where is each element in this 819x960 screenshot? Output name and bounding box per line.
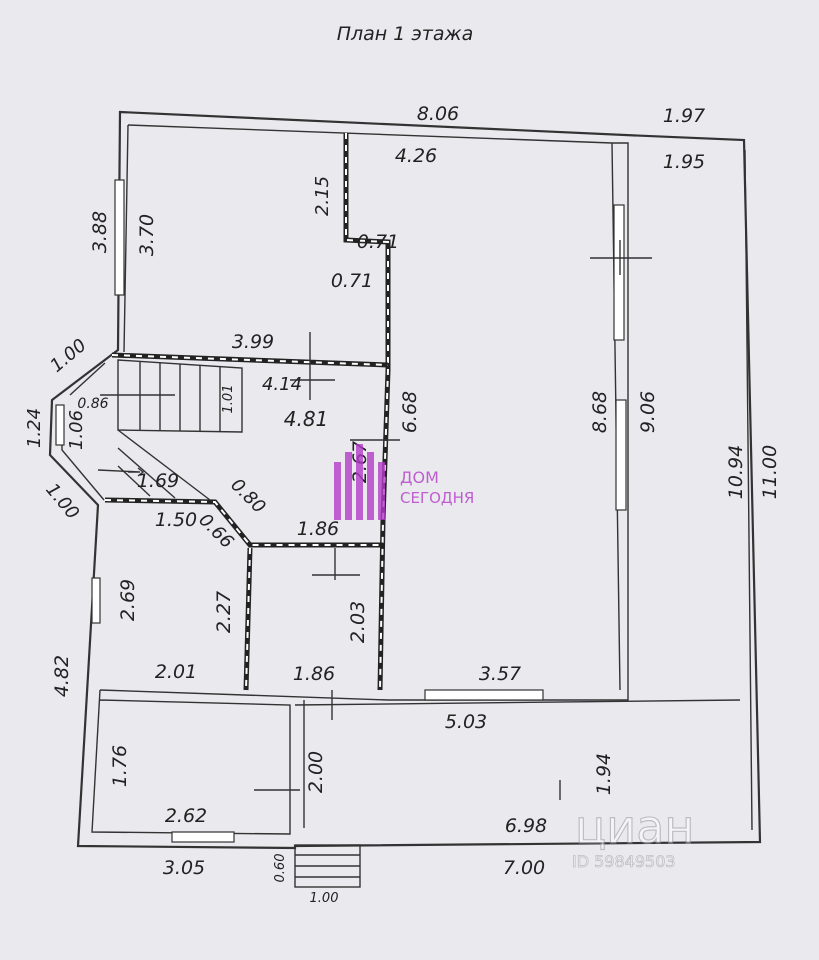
dim-6-98: 6.98	[505, 815, 547, 837]
cian-brand: циан	[575, 800, 694, 854]
dim-1-01: 1.01	[221, 385, 236, 414]
dimension-ticks	[254, 240, 652, 800]
watermark-line1: ДОМ	[400, 468, 439, 487]
window-left-top	[114, 179, 125, 296]
dim-4-82: 4.82	[51, 655, 73, 697]
dim-2-69: 2.69	[117, 579, 139, 621]
window-bottom-left	[171, 831, 235, 843]
dim-6-68: 6.68	[399, 391, 421, 433]
dim-0-86: 0.86	[77, 396, 108, 412]
staircase	[97, 359, 243, 501]
watermark-logo-icon	[334, 444, 385, 520]
dim-8-68: 8.68	[589, 391, 611, 433]
dim-8-06: 8.06	[417, 103, 459, 125]
dim-4-14: 4.14	[262, 374, 302, 395]
window-bay	[55, 404, 65, 446]
dim-1-76: 1.76	[109, 745, 131, 787]
dom-segodnya-watermark: ДОМ СЕГОДНЯ	[334, 444, 474, 520]
dim-1-94: 1.94	[593, 753, 615, 795]
window-bottom-mid	[424, 689, 544, 701]
window-left-mid	[91, 577, 101, 624]
dim-1-00-bottom: 1.00	[41, 479, 83, 523]
dim-3-70: 3.70	[136, 214, 158, 256]
dim-0-66: 0.66	[194, 510, 237, 553]
dim-3-05: 3.05	[163, 857, 205, 879]
dim-0-71-upper: 0.71	[357, 231, 399, 253]
dim-9-06: 9.06	[637, 391, 659, 433]
dim-3-99: 3.99	[232, 331, 274, 353]
dim-7-00: 7.00	[503, 857, 545, 879]
dim-3-88: 3.88	[89, 211, 111, 253]
dim-1-50: 1.50	[155, 509, 197, 531]
dim-1-06: 1.06	[66, 410, 87, 450]
cian-stamp: циан ID 59849503	[572, 799, 695, 871]
cian-id: ID 59849503	[572, 852, 676, 871]
dim-1-69: 1.69	[137, 470, 179, 492]
dim-1-97: 1.97	[663, 105, 705, 127]
dim-4-26: 4.26	[395, 145, 437, 167]
windows	[55, 179, 627, 843]
dim-2-00: 2.00	[305, 751, 327, 793]
dim-10-94: 10.94	[725, 445, 747, 499]
dim-11-00: 11.00	[759, 445, 781, 499]
plan-title: План 1 этажа	[337, 23, 474, 45]
dim-5-03: 5.03	[445, 711, 487, 733]
dim-2-27: 2.27	[213, 591, 235, 633]
dim-0-60: 0.60	[273, 854, 288, 883]
interior-partitions	[104, 133, 391, 691]
watermark-line2: СЕГОДНЯ	[400, 489, 474, 507]
dim-0-80: 0.80	[226, 475, 269, 518]
window-right-top	[613, 204, 625, 341]
dim-1-24: 1.24	[24, 408, 45, 448]
window-right-mid	[615, 399, 627, 511]
dim-3-57: 3.57	[479, 663, 521, 685]
dim-2-15: 2.15	[312, 176, 333, 216]
dim-1-95: 1.95	[663, 151, 705, 173]
dim-1-86-upper: 1.86	[297, 518, 339, 540]
dim-1-00-steps: 1.00	[310, 891, 339, 906]
dim-0-71-lower: 0.71	[331, 270, 373, 292]
dim-1-86-lower: 1.86	[293, 663, 335, 685]
dim-2-01: 2.01	[155, 661, 197, 683]
dim-4-81: 4.81	[284, 407, 329, 431]
dim-1-00-top: 1.00	[46, 335, 90, 377]
entrance-steps	[294, 844, 361, 888]
dim-2-62: 2.62	[165, 805, 207, 827]
dim-2-03: 2.03	[347, 601, 369, 643]
